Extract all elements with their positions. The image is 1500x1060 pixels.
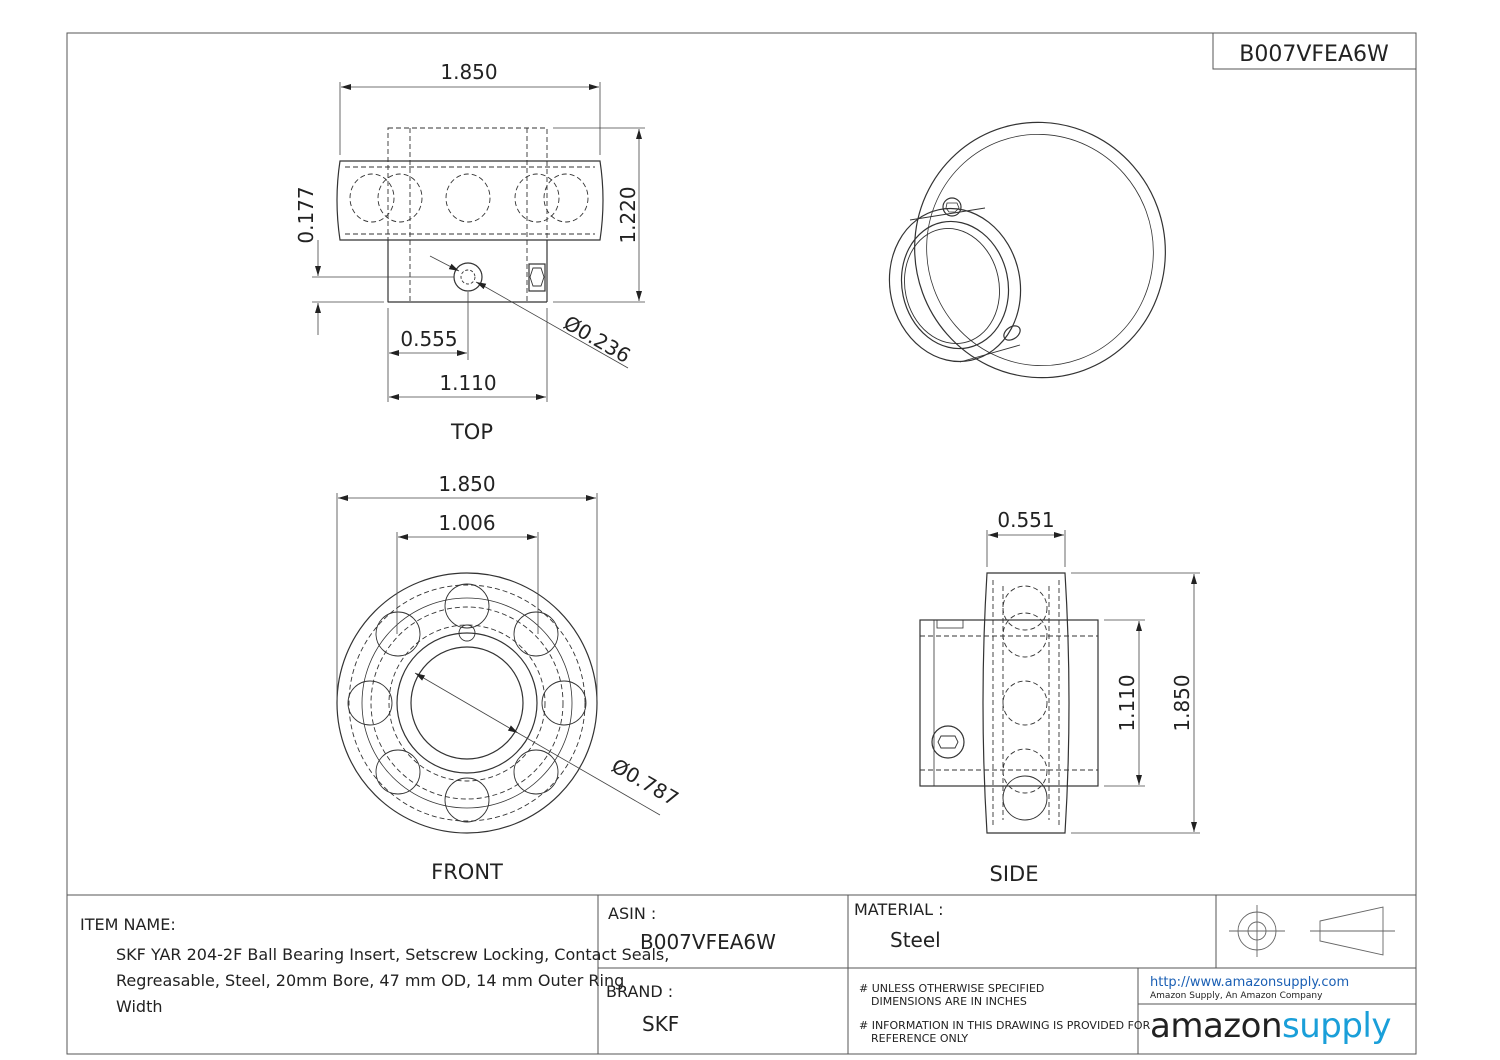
company-name: Amazon Supply, An Amazon Company — [1150, 991, 1323, 1001]
material-label: MATERIAL : — [854, 900, 944, 919]
amazonsupply-url[interactable]: http://www.amazonsupply.com — [1150, 975, 1350, 990]
side-dim-outer-height: 1.850 — [1170, 674, 1194, 731]
asin-label: ASIN : — [608, 904, 657, 923]
side-dim-width: 0.551 — [997, 508, 1054, 532]
units-note-line-2: DIMENSIONS ARE IN INCHES — [871, 995, 1027, 1008]
side-view-dimensions — [986, 530, 1200, 834]
material-value: Steel — [890, 928, 941, 952]
top-view — [336, 127, 604, 303]
logo-supply: supply — [1282, 1006, 1392, 1046]
side-view — [919, 572, 1099, 834]
sheet-border — [66, 32, 1417, 1055]
front-dim-outer: 1.850 — [438, 472, 495, 496]
item-name-label: ITEM NAME: — [80, 915, 176, 934]
asin-value: B007VFEA6W — [640, 930, 776, 954]
units-note: # UNLESS OTHERWISE SPECIFIED DIMENSIONS … — [859, 982, 1044, 1008]
side-view-label: SIDE — [990, 862, 1039, 886]
units-note-line-1: # UNLESS OTHERWISE SPECIFIED — [859, 982, 1045, 995]
top-dim-hole-pos: 0.555 — [400, 327, 457, 351]
isometric-view — [888, 121, 1166, 379]
item-name-line-1: SKF YAR 204-2F Ball Bearing Insert, Sets… — [116, 945, 670, 964]
item-name-line-2: Regreasable, Steel, 20mm Bore, 47 mm OD,… — [116, 971, 625, 990]
front-view-dimensions — [336, 493, 661, 816]
side-dim-inner-height: 1.110 — [1115, 674, 1139, 731]
front-dim-inner: 1.006 — [438, 511, 495, 535]
item-name-line-3: Width — [116, 997, 163, 1016]
header-asin: B007VFEA6W — [1239, 42, 1389, 67]
top-dim-inner-width: 1.110 — [439, 371, 496, 395]
front-view — [336, 572, 598, 834]
amazonsupply-logo: amazonsupply — [1150, 1006, 1392, 1046]
reference-note-line-2: REFERENCE ONLY — [871, 1032, 969, 1045]
front-dim-bore: Ø0.787 — [608, 754, 683, 811]
third-angle-projection-icon — [1229, 905, 1395, 957]
brand-value: SKF — [642, 1012, 680, 1036]
top-dim-height: 1.220 — [616, 186, 640, 243]
top-view-label: TOP — [450, 420, 493, 444]
top-dim-offset: 0.177 — [294, 186, 318, 243]
reference-note: # INFORMATION IN THIS DRAWING IS PROVIDE… — [859, 1019, 1150, 1045]
top-dim-hole-dia: Ø0.236 — [560, 311, 635, 368]
brand-label: BRAND : — [606, 982, 674, 1001]
item-name-text: SKF YAR 204-2F Ball Bearing Insert, Sets… — [116, 942, 669, 1020]
logo-amazon: amazon — [1150, 1006, 1283, 1046]
title-block-grid — [67, 894, 1416, 1054]
front-view-label: FRONT — [431, 860, 503, 884]
top-dim-width: 1.850 — [440, 60, 497, 84]
reference-note-line-1: # INFORMATION IN THIS DRAWING IS PROVIDE… — [859, 1019, 1151, 1032]
top-view-dimensions — [312, 82, 645, 402]
